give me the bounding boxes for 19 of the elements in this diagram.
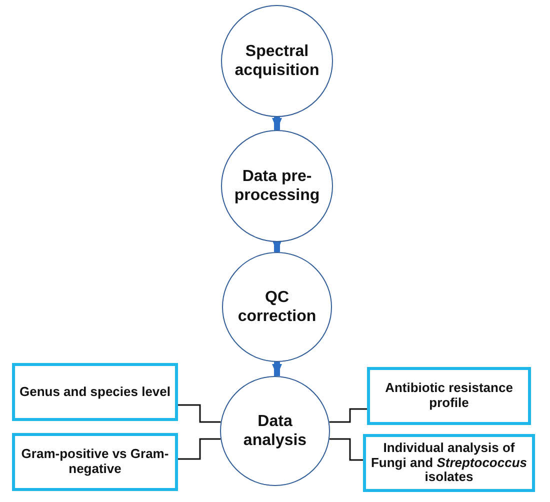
- result-box: [363, 434, 535, 492]
- node-label: Data analysis: [242, 412, 308, 450]
- result-box: [367, 367, 531, 425]
- node-label: Genus and species level: [19, 384, 171, 400]
- node-label: Data pre-processing: [233, 166, 321, 206]
- arrow: [272, 240, 282, 252]
- node-label: Antibiotic resistance profile: [384, 381, 514, 411]
- connector-line: [329, 438, 363, 461]
- connector-line: [178, 438, 221, 460]
- arrow: [272, 117, 282, 130]
- node-label: Spectral acquisition: [234, 42, 320, 80]
- result-box: [12, 363, 178, 421]
- connector-line: [329, 408, 367, 423]
- arrow: [272, 362, 282, 376]
- connector-line: [178, 404, 221, 423]
- node-label: Gram-positive vs Gram-negative: [20, 447, 170, 477]
- result-box: [12, 433, 178, 491]
- node-label: Individual analysis of Fungi and Streptococcus isolates: [370, 440, 528, 486]
- node-label: QC correction: [236, 288, 318, 326]
